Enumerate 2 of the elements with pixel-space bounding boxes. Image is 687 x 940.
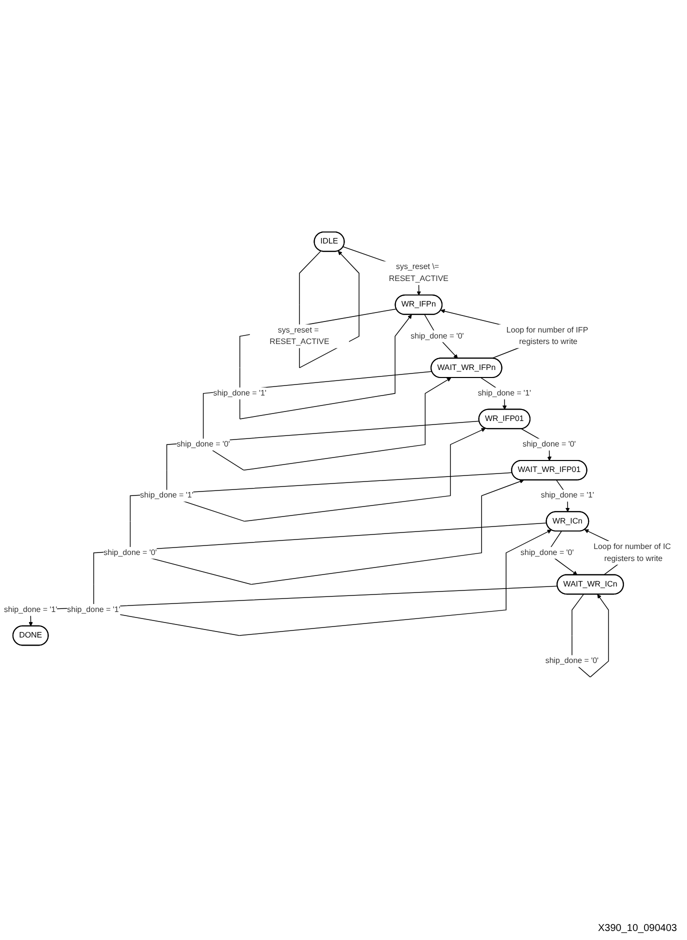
figure-code: X390_10_090403 (597, 923, 677, 934)
arrow (28, 586, 558, 627)
